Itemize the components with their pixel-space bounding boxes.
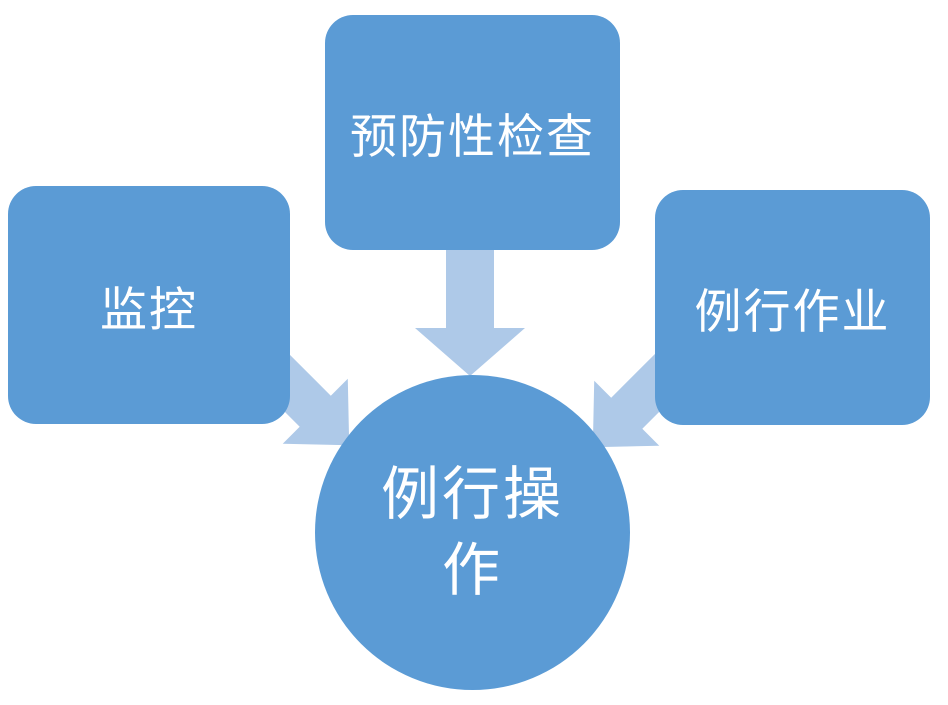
- node-routine-operation-label: 例行操作: [380, 462, 564, 603]
- node-routine-work: 例行作业: [655, 190, 930, 425]
- arrow-top-to-center-icon: [415, 248, 525, 376]
- node-monitoring: 监控: [8, 186, 290, 424]
- node-routine-operation: 例行操作: [315, 375, 630, 690]
- node-monitoring-label: 监控: [100, 284, 198, 337]
- node-routine-work-label: 例行作业: [694, 287, 891, 339]
- node-preventive-inspection-label: 预防性检查: [350, 112, 595, 164]
- node-preventive-inspection: 预防性检查: [325, 15, 620, 250]
